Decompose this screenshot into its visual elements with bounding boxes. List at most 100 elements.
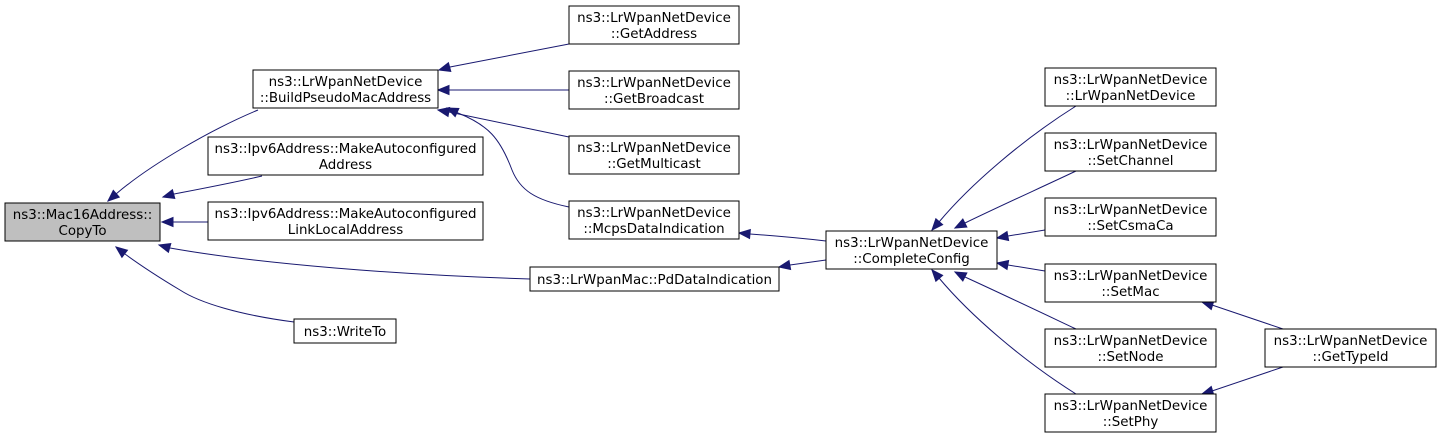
node-label-line: ns3::LrWpanNetDevice <box>1274 334 1428 349</box>
arrow-head-icon <box>107 189 121 202</box>
node-setchan[interactable]: ns3::LrWpanNetDevice::SetChannel <box>1044 132 1217 172</box>
node-box <box>207 136 484 176</box>
node-box <box>1264 328 1437 368</box>
node-getbcast[interactable]: ns3::LrWpanNetDevice::GetBroadcast <box>568 70 740 110</box>
edge-complete-to-pddata <box>777 259 827 271</box>
edge-gettype-to-setphy <box>1200 366 1284 396</box>
node-label-line: ns3::Ipv6Address::MakeAutoconfigured <box>214 207 476 222</box>
edge-getaddr-to-build <box>437 43 570 73</box>
edges-layer <box>107 43 1284 396</box>
arrow-head-icon <box>995 230 1010 242</box>
edge-getmcast-to-build <box>436 106 570 138</box>
node-mkauto[interactable]: ns3::Ipv6Address::MakeAutoconfiguredAddr… <box>207 136 484 176</box>
arrow-head-icon <box>160 216 174 228</box>
node-writeto[interactable]: ns3::WriteTo <box>293 318 397 344</box>
node-label-line: ::GetMulticast <box>607 157 700 172</box>
node-label-line: ns3::LrWpanNetDevice <box>577 206 731 221</box>
arrow-head-icon <box>931 269 944 283</box>
edge-setnode-to-complete <box>953 271 1077 330</box>
node-label-line: CopyTo <box>58 224 106 239</box>
node-gettype[interactable]: ns3::LrWpanNetDevice::GetTypeId <box>1264 328 1437 368</box>
edge-line <box>954 170 1077 229</box>
edge-getbcast-to-build <box>436 84 569 96</box>
edge-line <box>931 269 1077 395</box>
arrow-head-icon <box>931 217 944 231</box>
node-label-line: ns3::LrWpanNetDevice <box>269 75 423 90</box>
arrow-head-icon <box>437 61 452 73</box>
edge-line <box>1201 301 1284 330</box>
node-box <box>568 200 740 240</box>
node-label-line: Address <box>319 158 372 173</box>
node-label-line: ns3::Mac16Address:: <box>13 208 153 223</box>
node-complete[interactable]: ns3::LrWpanNetDevice::CompleteConfig <box>825 230 998 270</box>
node-mcps[interactable]: ns3::LrWpanNetDevice::McpsDataIndication <box>568 200 740 240</box>
edge-line <box>158 244 531 280</box>
node-label-line: ::GetBroadcast <box>604 92 704 107</box>
node-box <box>207 201 484 241</box>
arrow-head-icon <box>995 259 1010 271</box>
edge-mcps-to-build <box>445 107 570 208</box>
node-label-line: ::LrWpanNetDevice <box>1066 89 1196 104</box>
node-label-line: ns3::LrWpanNetDevice <box>577 141 731 156</box>
node-box <box>1044 197 1217 237</box>
node-build[interactable]: ns3::LrWpanNetDevice::BuildPseudoMacAddr… <box>252 69 439 109</box>
edge-setphy-to-complete <box>931 269 1077 395</box>
edge-line <box>107 109 259 202</box>
node-pddata[interactable]: ns3::LrWpanMac::PdDataIndication <box>529 266 780 292</box>
node-ctor[interactable]: ns3::LrWpanNetDevice::LrWpanNetDevice <box>1044 67 1217 107</box>
edge-mkautoll-to-copyto <box>160 216 208 228</box>
edge-line <box>738 232 827 242</box>
node-label-line: ::BuildPseudoMacAddress <box>260 91 431 106</box>
node-setcsma[interactable]: ns3::LrWpanNetDevice::SetCsmaCa <box>1044 197 1217 237</box>
node-box <box>1044 67 1217 107</box>
arrow-head-icon <box>436 106 451 118</box>
node-label-line: ::GetAddress <box>611 27 697 42</box>
node-box <box>1044 393 1217 433</box>
node-label-line: ns3::LrWpanNetDevice <box>1054 73 1208 88</box>
edge-build-to-copyto <box>107 109 259 202</box>
edge-mkauto-to-copyto <box>161 175 263 200</box>
node-setphy[interactable]: ns3::LrWpanNetDevice::SetPhy <box>1044 393 1217 433</box>
node-box <box>568 5 740 45</box>
node-mkautoll[interactable]: ns3::Ipv6Address::MakeAutoconfiguredLink… <box>207 201 484 241</box>
node-label-line: ns3::LrWpanNetDevice <box>1054 399 1208 414</box>
arrow-head-icon <box>445 107 460 118</box>
node-box <box>4 202 161 242</box>
edge-setchan-to-complete <box>953 170 1077 229</box>
node-getmcast[interactable]: ns3::LrWpanNetDevice::GetMulticast <box>568 135 740 175</box>
node-label-line: ns3::WriteTo <box>304 325 386 340</box>
edge-setcsma-to-complete <box>995 229 1046 242</box>
edge-line <box>954 271 1077 330</box>
node-label-line: ns3::LrWpanNetDevice <box>1054 203 1208 218</box>
edge-line <box>162 175 263 198</box>
node-label-line: ::GetTypeId <box>1312 350 1388 365</box>
node-label-line: ns3::LrWpanNetDevice <box>835 236 989 251</box>
node-box <box>293 318 397 344</box>
edge-line <box>437 109 570 138</box>
node-getaddr[interactable]: ns3::LrWpanNetDevice::GetAddress <box>568 5 740 45</box>
node-label-line: ns3::LrWpanMac::PdDataIndication <box>537 273 772 288</box>
node-setnode[interactable]: ns3::LrWpanNetDevice::SetNode <box>1044 328 1217 368</box>
arrow-head-icon <box>737 228 751 240</box>
node-box <box>1044 328 1217 368</box>
arrow-head-icon <box>161 188 176 200</box>
node-box <box>1044 132 1217 172</box>
edge-ctor-to-complete <box>931 105 1077 231</box>
node-setmac[interactable]: ns3::LrWpanNetDevice::SetMac <box>1044 263 1217 303</box>
node-label-line: ::SetNode <box>1098 350 1164 365</box>
node-label-line: LinkLocalAddress <box>288 223 403 238</box>
node-label-line: ::SetMac <box>1101 285 1159 300</box>
arrow-head-icon <box>157 242 172 254</box>
node-box <box>252 69 439 109</box>
edge-complete-to-mcps <box>737 228 827 242</box>
node-box <box>529 266 780 292</box>
edge-setmac-to-complete <box>995 259 1046 272</box>
node-box <box>1044 263 1217 303</box>
node-label-line: ns3::LrWpanNetDevice <box>577 11 731 26</box>
arrow-head-icon <box>953 218 968 229</box>
arrow-head-icon <box>777 259 792 271</box>
node-label-line: ::CompleteConfig <box>853 252 970 267</box>
node-label-line: ns3::LrWpanNetDevice <box>577 76 731 91</box>
node-copyto: ns3::Mac16Address::CopyTo <box>4 202 161 242</box>
